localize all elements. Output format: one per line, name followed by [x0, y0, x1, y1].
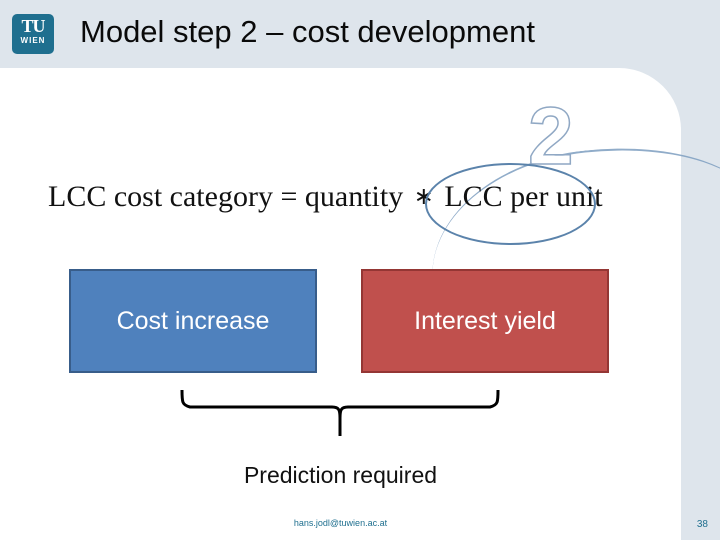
formula-left-term: LCC cost category	[48, 180, 273, 213]
grouping-brace	[176, 388, 504, 438]
box-cost-increase-label: Cost increase	[116, 306, 270, 335]
formula-equals-sign: =	[280, 180, 298, 213]
caption-prediction-required: Prediction required	[243, 462, 438, 488]
page-number: 38	[696, 519, 708, 530]
tu-wien-logo: TU WIEN	[12, 14, 54, 54]
box-interest-yield: Interest yield	[361, 269, 609, 373]
formula-highlight-ellipse	[425, 163, 596, 245]
page-title: Model step 2 – cost development	[80, 14, 535, 49]
tu-wien-logo-initials: TU	[21, 16, 45, 36]
formula-middle-term: quantity	[304, 180, 404, 213]
box-interest-yield-label: Interest yield	[414, 306, 556, 335]
box-cost-increase: Cost increase	[69, 269, 317, 373]
footer-email: hans.jodl@tuwien.ac.at	[293, 518, 388, 528]
tu-wien-logo-wordmark: WIEN	[20, 36, 46, 45]
slide-header: TU WIEN Model step 2 – cost development	[0, 0, 720, 68]
